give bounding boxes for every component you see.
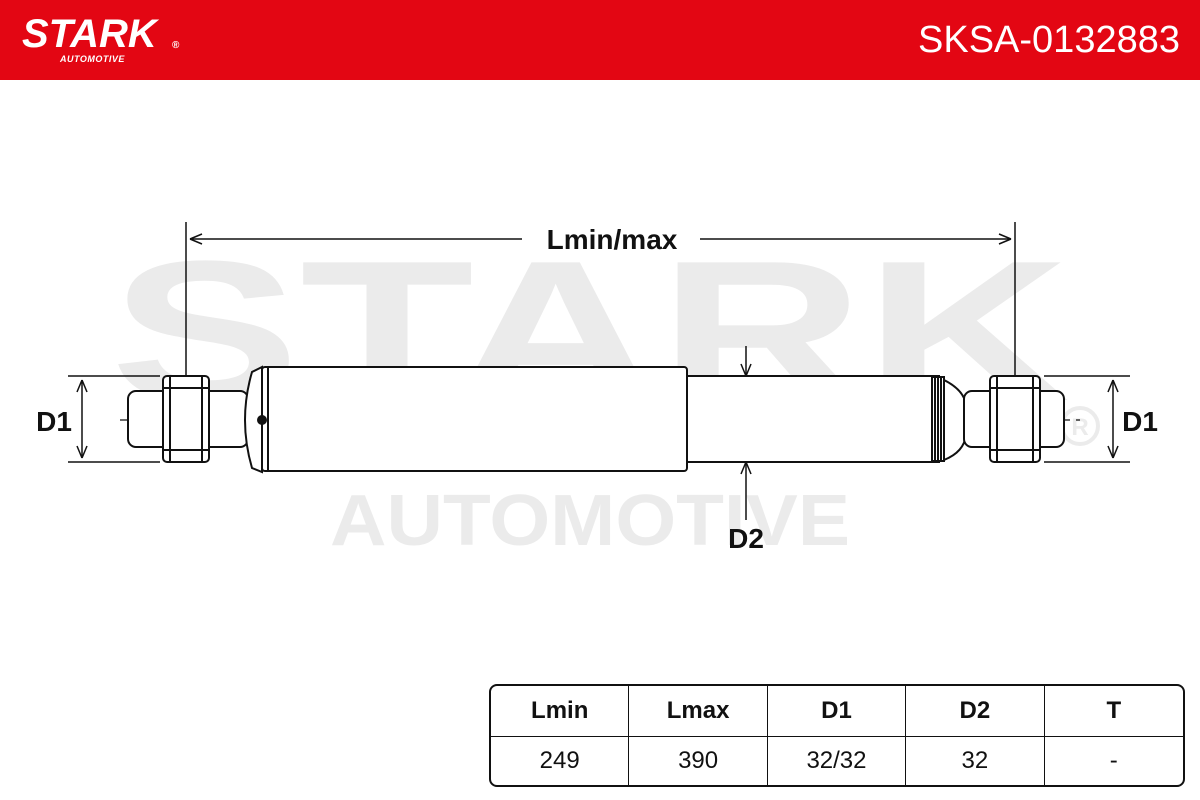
left-eye-mount	[127, 375, 249, 463]
inner-tube	[686, 375, 967, 463]
watermark-sub: AUTOMOTIVE	[330, 481, 850, 561]
right-eye-mount	[963, 375, 1065, 463]
logo-subtitle: AUTOMOTIVE	[60, 54, 125, 64]
logo-wordmark: STARK	[22, 12, 157, 56]
logo-registered-mark: ®	[172, 40, 180, 51]
spec-table: Lmin Lmax D1 D2 T 249 390 32/32 32 -	[489, 684, 1185, 787]
spec-header-d2: D2	[906, 686, 1045, 737]
shock-absorber-drawing: STARK AUTOMOTIVE R Lmin/max	[36, 220, 1158, 561]
spec-header-lmax: Lmax	[629, 686, 768, 737]
length-label: Lmin/max	[547, 224, 678, 255]
spec-value-lmin: 249	[491, 737, 630, 785]
outer-tube	[244, 365, 688, 474]
spec-value-t: -	[1109, 747, 1118, 774]
d2-dimension	[740, 346, 752, 520]
d1-right-label: D1	[1122, 406, 1158, 437]
d1-right-dimension	[1044, 375, 1130, 463]
spec-table-header-row: Lmin Lmax D1 D2 T	[491, 686, 1183, 737]
d1-left-label: D1	[36, 406, 72, 437]
svg-text:R: R	[1071, 414, 1088, 441]
part-number: SKSA-0132883	[918, 19, 1180, 61]
spec-table-value-row: 249 390 32/32 32 -	[491, 737, 1183, 785]
spec-value-lmax: 390	[629, 737, 768, 785]
spec-header-t: T	[1044, 686, 1183, 737]
spec-header-d1: D1	[767, 686, 907, 737]
d1-left-dimension	[68, 375, 160, 463]
header-bar: STARK ® AUTOMOTIVE SKSA-0132883	[0, 0, 1200, 80]
spec-value-d2: 32	[906, 737, 1045, 785]
spec-header-lmin: Lmin	[491, 686, 630, 737]
spec-value-d1: 32/32	[768, 737, 907, 785]
d2-label: D2	[728, 523, 764, 554]
brand-logo: STARK ® AUTOMOTIVE	[22, 12, 179, 64]
